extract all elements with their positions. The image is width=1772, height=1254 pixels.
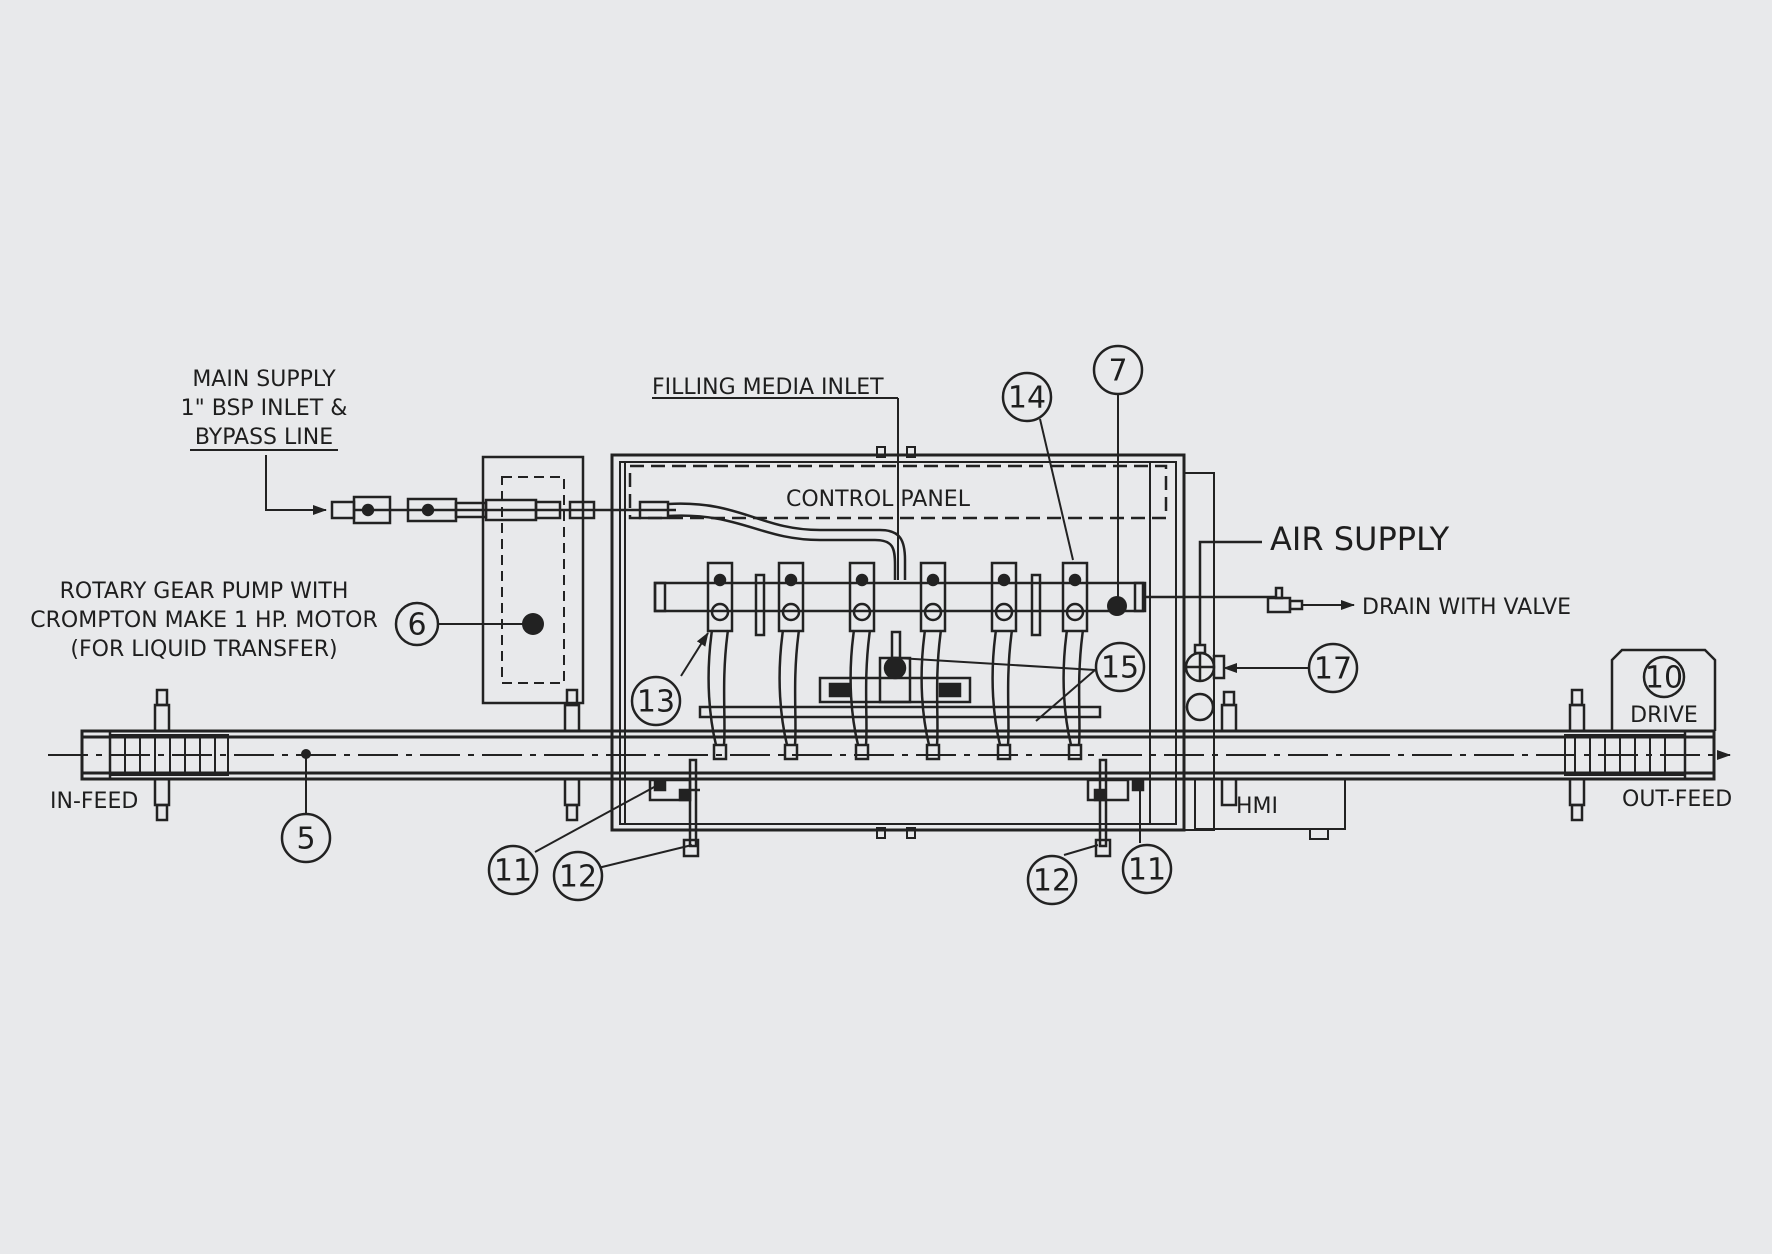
bubble-6-text: 6 (407, 608, 426, 643)
bubble-17 (1307, 642, 1359, 694)
main-supply-label-1: MAIN SUPPLY (192, 367, 336, 392)
out-feed-label: OUT-FEED (1622, 787, 1732, 812)
bubble-10 (1642, 655, 1686, 699)
drive-label: DRIVE (1630, 703, 1698, 728)
bubble-7-text: 7 (1108, 354, 1127, 389)
bubble-11-right (1121, 843, 1173, 895)
main-supply-label-2: 1" BSP INLET & (181, 396, 348, 421)
drain-with-valve-label: DRAIN WITH VALVE (1362, 595, 1571, 620)
bubble-5-text: 5 (296, 822, 315, 857)
drain-valve (1266, 586, 1304, 614)
filling-manifold (653, 573, 1275, 637)
filling-nozzles (698, 561, 1102, 761)
pump-label-1: ROTARY GEAR PUMP WITH (60, 579, 349, 604)
pump-label-3: (FOR LIQUID TRANSFER) (70, 637, 337, 662)
bubble-12-right (1026, 854, 1078, 906)
callout-numbers: 6 7 14 13 15 17 10 5 11 12 12 11 (296, 354, 1683, 899)
bubble-14-text: 14 (1008, 381, 1046, 416)
control-panel-label: CONTROL PANEL (786, 487, 971, 512)
bubble-11-left (487, 844, 539, 896)
pump-label-2: CROMPTON MAKE 1 HP. MOTOR (30, 608, 377, 633)
main-supply-label-3: BYPASS LINE (195, 425, 333, 450)
main-supply-line (330, 495, 907, 580)
conveyor (48, 688, 1731, 822)
bubble-15-text: 15 (1101, 651, 1139, 686)
bubble-11-right-text: 11 (1128, 853, 1166, 888)
air-supply-label: AIR SUPPLY (1270, 520, 1450, 558)
bubble-13-text: 13 (637, 685, 675, 720)
bubble-6 (394, 601, 440, 647)
bubble-10-text: 10 (1645, 661, 1683, 696)
bubble-11-left-text: 11 (494, 854, 532, 889)
in-feed-label: IN-FEED (50, 789, 138, 814)
filling-media-inlet-label: FILLING MEDIA INLET (652, 375, 884, 400)
bubble-15 (1094, 641, 1146, 693)
callout-bubbles (280, 344, 1686, 906)
hmi-label: HMI (1236, 794, 1278, 819)
bubble-5 (280, 812, 332, 864)
bubble-13 (630, 675, 682, 727)
bubble-12-right-text: 12 (1033, 864, 1071, 899)
bubble-7 (1092, 344, 1144, 396)
bubble-14 (1001, 371, 1053, 423)
leader-lines (190, 390, 1355, 869)
drive-unit (1610, 648, 1717, 731)
bubble-12-left (552, 850, 604, 902)
bubble-12-left-text: 12 (559, 860, 597, 895)
rotary-gear-pump (481, 455, 585, 705)
bubble-17-text: 17 (1314, 652, 1352, 687)
labels: MAIN SUPPLY 1" BSP INLET & BYPASS LINE F… (30, 367, 1732, 819)
